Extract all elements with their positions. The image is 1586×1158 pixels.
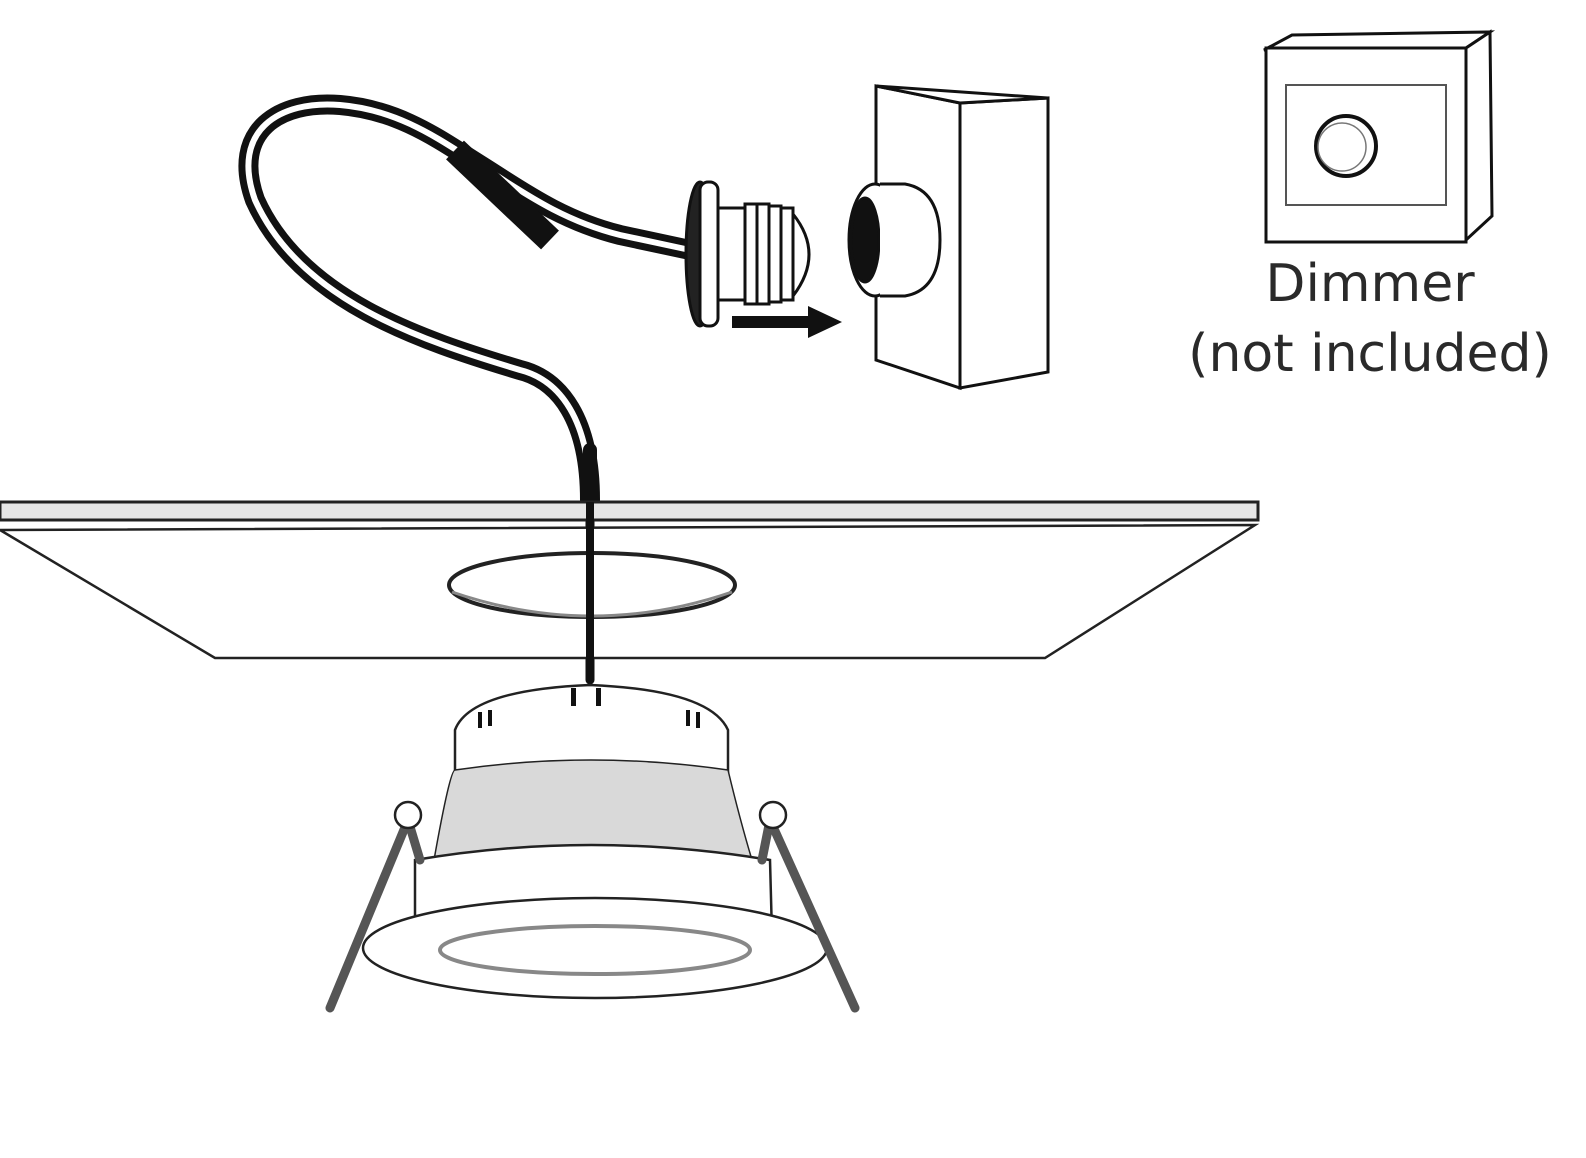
ceiling-panel-icon xyxy=(0,500,1260,680)
led-downlight-icon xyxy=(325,683,860,1013)
insert-arrow-icon xyxy=(732,306,842,338)
junction-box-icon xyxy=(847,84,1050,391)
dimmer-note: (not included) xyxy=(1188,324,1552,384)
dimmer-title: Dimmer xyxy=(1265,254,1475,314)
dimmer-switch-icon xyxy=(1263,29,1496,244)
screw-plug-icon xyxy=(684,180,811,328)
